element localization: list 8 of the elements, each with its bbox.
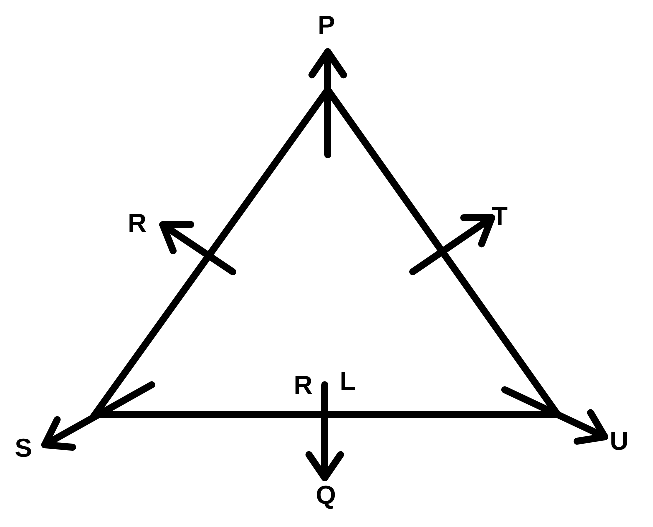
point-label: S <box>15 435 32 461</box>
point-label: Q <box>316 482 336 508</box>
point-label: T <box>492 203 508 229</box>
point-label: P <box>318 12 336 38</box>
point-label: R <box>128 210 147 236</box>
point-label: L <box>340 368 356 394</box>
point-label: U <box>610 428 629 454</box>
point-label: R <box>294 372 313 398</box>
